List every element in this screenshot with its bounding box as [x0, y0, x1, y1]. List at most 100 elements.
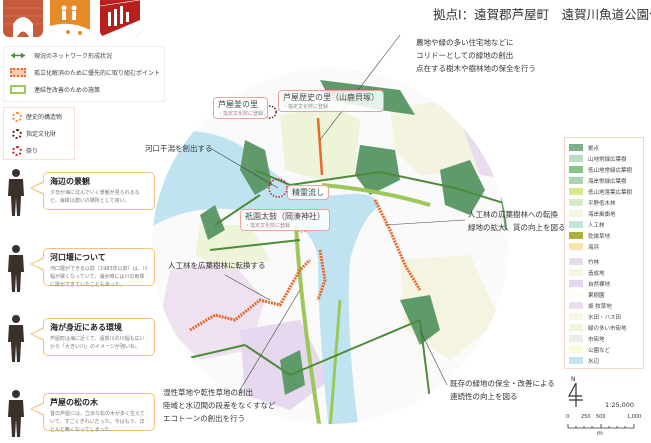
- color-swatch: [569, 243, 583, 250]
- river: [152, 131, 380, 424]
- color-swatch: [569, 302, 583, 309]
- legend-item-link: 連結性改善のための施策: [4, 81, 164, 98]
- festival-icon: [100, 0, 140, 37]
- legend-label: 公園など: [588, 347, 611, 354]
- heritage-legend: 歴史的構造物 指定文化財 祭り: [3, 107, 75, 160]
- callout-body: 芦屋町は海に近くて、遠賀川の川幅も広いから「大きい川」のイメージが強いね。: [50, 336, 145, 350]
- legend-label: 海岸風衝地: [588, 211, 616, 218]
- color-swatch: [569, 166, 583, 173]
- scale-ratio: 1:25,000: [605, 401, 635, 409]
- legend-label: 水辺: [588, 358, 600, 365]
- forest-patch: [280, 350, 305, 395]
- orange-box-icon: [10, 68, 26, 77]
- place-sub: ・指定文化財に登録: [218, 111, 264, 117]
- north-arrow-icon: [567, 383, 583, 407]
- dotted-ring-icon: [12, 145, 22, 156]
- scale-tick: 500: [596, 414, 606, 420]
- legend-label: 竹林: [588, 259, 600, 266]
- color-swatch: [569, 177, 583, 184]
- landcover-legend-item: 水田・ハス田: [565, 311, 643, 322]
- bridge-icon: [3, 0, 43, 37]
- legend-label: 緑の多い市街地: [588, 325, 627, 332]
- legend-label: 祭り: [26, 148, 39, 155]
- annotation-tidal-flat: 河口干潟を創出する: [145, 144, 213, 153]
- landcover-legend-item: 山地常緑広葉樹: [565, 153, 643, 164]
- annotation-line: 既存の緑地の保全・改善による: [450, 379, 555, 388]
- annotation-grassland: 湿性草地や乾性草地の創出 陸域と水辺間の段差をなくすなど エコトーンの創出を行う: [163, 386, 276, 425]
- scale-tick: 1,000: [627, 414, 642, 420]
- callout-body: 昔の芦屋には、立派な松の木が多く生えていて、すごくきれいだった。今はもう、ほとん…: [50, 411, 145, 433]
- double-arrow-icon: [11, 52, 25, 59]
- scale-ticks: 0 250 500 1,000: [566, 414, 642, 422]
- north-label: N: [571, 376, 576, 383]
- place-sub: ・指定文化財に登録: [283, 104, 329, 110]
- landcover-legend-item: 人工林: [565, 219, 643, 230]
- landcover-legend-item: 竹林: [565, 256, 643, 267]
- place-label-shoryo: 精霊流し: [287, 185, 329, 200]
- legend-label: 指定文化財: [26, 131, 57, 138]
- landcover-legend-item: 低山地落葉広葉樹: [565, 186, 643, 197]
- landcover-legend-item: 畑 牧草地: [565, 300, 643, 311]
- person-silhouette-icon: [8, 390, 24, 437]
- color-swatch: [569, 280, 583, 287]
- network-arrows: [179, 169, 508, 401]
- landcover-legend-item: 平野低木林: [565, 197, 643, 208]
- place-label-ashiya-kama: 芦屋釜の里・指定文化財に登録: [213, 97, 269, 119]
- page-title: 拠点Ⅰ：遠賀郡芦屋町 遠賀川魚道公園付近: [433, 7, 651, 22]
- landcover-legend-item: 海岸風衝地: [565, 208, 643, 219]
- legend-label: 山地常緑広葉樹: [588, 156, 627, 163]
- annotation-line: コリドーとしての緑地の創出: [416, 51, 514, 60]
- scale-unit: m: [597, 430, 603, 437]
- landcover-legend-item: 市街地: [565, 333, 643, 344]
- person-silhouette-icon: [8, 245, 24, 292]
- legend-label: 水田・ハス田: [588, 314, 622, 321]
- color-swatch: [569, 291, 583, 298]
- legend-label: 市街地: [588, 336, 605, 343]
- landcover-legend: 拠点山地常緑広葉樹低山地常緑広葉樹海岸常緑広葉樹低山地落葉広葉樹平野低木林海岸風…: [564, 137, 644, 369]
- landcover-legend-item: 造成地: [565, 267, 643, 278]
- annotation-corridor: 農地や緑の多い住宅地などに コリドーとしての緑地の創出 点在する樹木や樹林地の保…: [416, 36, 536, 75]
- callout-title: 海辺の景観: [50, 177, 90, 186]
- land-field: [160, 260, 265, 360]
- legend-label: 歴史的構造物: [26, 114, 63, 121]
- color-swatch: [569, 258, 583, 265]
- legend-item-network: 現況のネットワーク形成状況: [4, 47, 164, 64]
- landcover-legend-item: 海岸常緑広葉樹: [565, 175, 643, 186]
- landcover-legend-list: 拠点山地常緑広葉樹低山地常緑広葉樹海岸常緑広葉樹低山地落葉広葉樹平野低木林海岸風…: [565, 138, 643, 366]
- landcover-legend-item: 水辺: [565, 355, 643, 366]
- landcover-legend-item: 果樹園: [565, 289, 643, 300]
- forest-patch: [355, 145, 400, 195]
- priority-line: [316, 249, 327, 301]
- legend-item-festival: 祭り: [4, 142, 74, 159]
- legend-label: 造成地: [588, 270, 605, 277]
- annotation-line: 湿性草地や乾性草地の創出: [163, 388, 253, 397]
- color-swatch: [569, 346, 583, 353]
- color-swatch: [569, 269, 583, 276]
- landcover-legend-item: 自然裸地: [565, 278, 643, 289]
- legend-label: 海岸常緑広葉樹: [588, 178, 627, 185]
- callout-body: 夕日が海に沈んでいく景観が見られるなど、海岸は憩いの場所として良い。: [50, 190, 140, 204]
- annotation-line: 緑地の拡大、質の向上を図る: [468, 223, 566, 232]
- color-swatch: [569, 188, 583, 195]
- callout-body: 河口堰ができる以前（1983年以前）は、川幅が狭くなっていて、満水時には川の両岸…: [50, 266, 148, 288]
- scale-tick: 250: [581, 414, 591, 420]
- landcover-legend-item: 低山地常緑広葉樹: [565, 164, 643, 175]
- color-swatch: [569, 144, 583, 151]
- color-swatch: [569, 313, 583, 320]
- landcover-legend-item: 緑の多い市街地: [565, 322, 643, 333]
- leader-lines: [209, 34, 466, 391]
- place-sub: ・指定文化財に登録: [245, 223, 291, 229]
- color-swatch: [569, 232, 583, 239]
- dotted-ring-icon: [12, 111, 22, 122]
- landcover-legend-item: 海浜: [565, 241, 643, 252]
- place-name: 祇園太鼓（岡湊神社）: [245, 212, 325, 221]
- place-label-gion: 祇園太鼓（岡湊神社） ・指定文化財に登録: [240, 209, 330, 231]
- color-swatch: [569, 210, 583, 217]
- annotation-line: 点在する樹木や樹林地の保全を行う: [416, 64, 536, 73]
- dotted-ring-icon: [12, 128, 22, 139]
- annotation-line: 農地や緑の多い住宅地などに: [416, 38, 514, 47]
- annotation-broadleaf-left: 人工林を広葉樹林に転換する: [168, 261, 266, 270]
- legend-label: 海浜: [588, 244, 600, 251]
- legend-label: 乾燥草地: [588, 233, 611, 240]
